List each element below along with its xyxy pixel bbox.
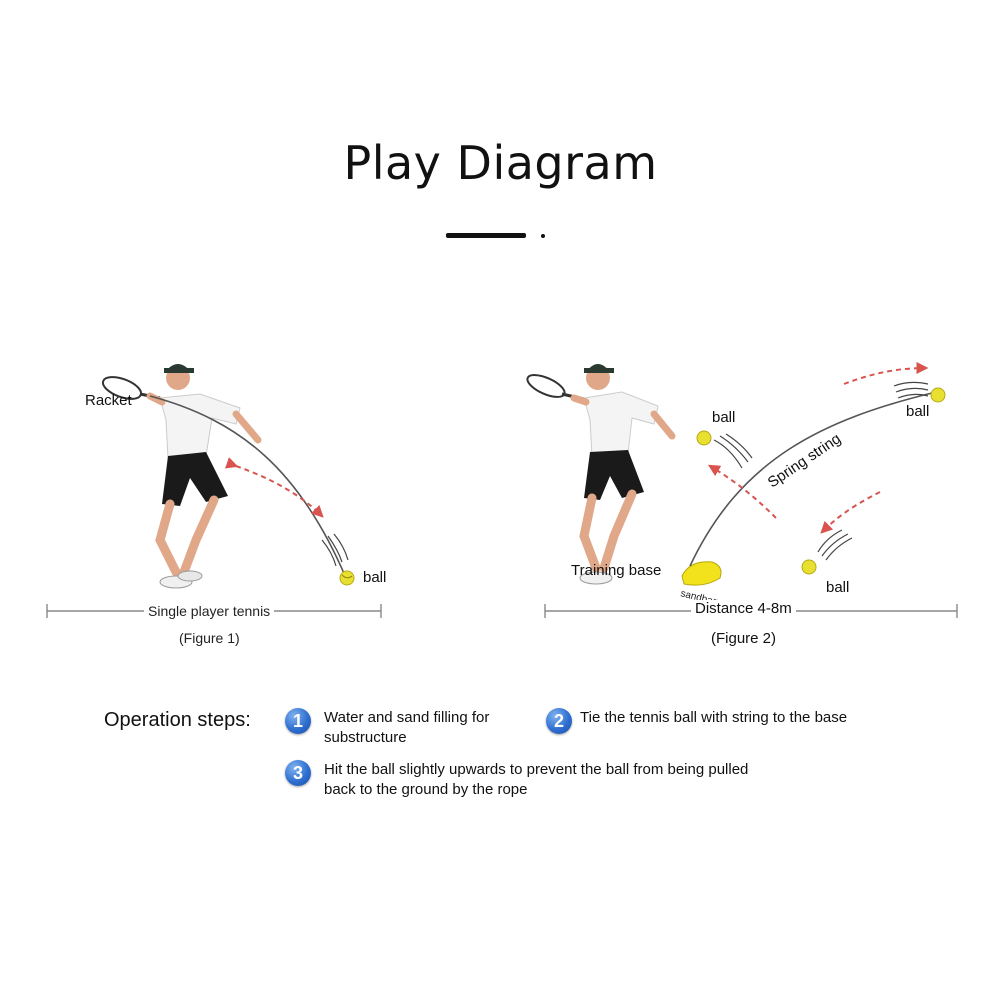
title-underline xyxy=(446,233,526,238)
figure2-ball-bottom-icon xyxy=(801,559,817,575)
step-2: 2 Tie the tennis ball with string to the… xyxy=(546,708,906,734)
step-1: 1 Water and sand filling for substructur… xyxy=(285,708,525,748)
figure2-ball-top-label: ball xyxy=(906,403,930,420)
operation-steps-heading: Operation steps: xyxy=(104,709,251,731)
step-2-text: Tie the tennis ball with string to the b… xyxy=(580,709,848,726)
figure1-string xyxy=(149,395,347,579)
figure1-player xyxy=(101,364,262,589)
figure2-ball-near-label: ball xyxy=(712,409,736,426)
figure2-caption: (Figure 2) xyxy=(711,630,777,647)
step-3: 3 Hit the ball slightly upwards to preve… xyxy=(285,760,765,800)
figure2-string xyxy=(689,391,937,567)
figure1-ball-label: ball xyxy=(363,569,387,586)
figure2-sandbag xyxy=(681,561,722,586)
figure2-base-label: Training base xyxy=(571,562,662,579)
step-3-text: Hit the ball slightly upwards to prevent… xyxy=(324,761,749,798)
step-number-badge-icon: 2 xyxy=(546,708,572,734)
step-1-text: Water and sand filling for substructure xyxy=(324,709,490,746)
figure2-player xyxy=(526,364,676,585)
figure1-arrow xyxy=(224,457,324,518)
step-number-badge-icon: 1 xyxy=(285,708,311,734)
page-title: Play Diagram xyxy=(343,136,658,190)
figure1-motion-lines xyxy=(321,533,349,567)
figure1-caption: (Figure 1) xyxy=(179,630,240,646)
figure1-bar-label: Single player tennis xyxy=(144,603,275,619)
figure2-ball-bottom-label: ball xyxy=(826,579,850,596)
figure1-racket-label: Racket xyxy=(85,392,132,409)
step-number-badge-icon: 3 xyxy=(285,760,311,786)
figure2-distance-label: Distance 4-8m xyxy=(691,600,796,617)
title-dot xyxy=(541,234,545,238)
figure2-ball-top-icon xyxy=(930,387,946,403)
figure2-ball-near-icon xyxy=(696,430,712,446)
